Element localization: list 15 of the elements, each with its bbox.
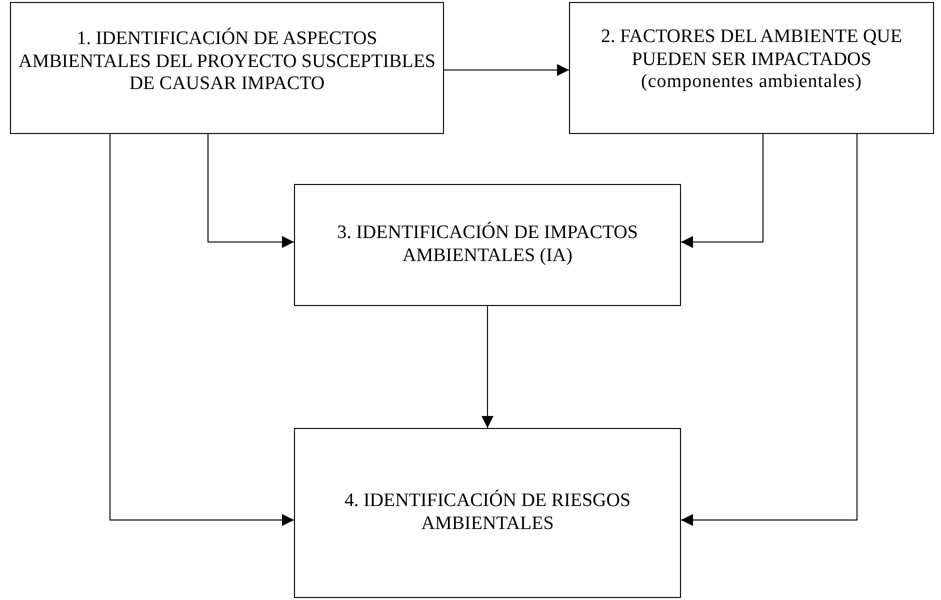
arrow	[110, 134, 294, 526]
box-text: 3. IDENTIFICACIÓN DE IMPACTOS AMBIENTALES (IA)	[336, 222, 639, 268]
box-text: (componentes ambientales)	[641, 71, 862, 94]
arrow	[680, 134, 764, 248]
arrow	[482, 306, 494, 428]
process-box	[294, 184, 681, 306]
process-box	[569, 2, 934, 134]
process-box	[294, 428, 681, 598]
box-text: 1. IDENTIFICACIÓN DE ASPECTOS AMBIENTALES DEL PROYECTO SUSCEPTIBLES DE CAUSAR IMPACTO	[17, 28, 437, 96]
box-text: 4. IDENTIFICACIÓN DE RIESGOS AMBIENTALES	[343, 490, 632, 536]
arrow	[208, 134, 294, 248]
box-text: 2. FACTORES DEL AMBIENTE QUE PUEDEN SER IMPACTADOS	[600, 26, 903, 72]
arrow	[444, 64, 570, 76]
arrow	[680, 134, 858, 526]
process-box	[10, 2, 444, 134]
